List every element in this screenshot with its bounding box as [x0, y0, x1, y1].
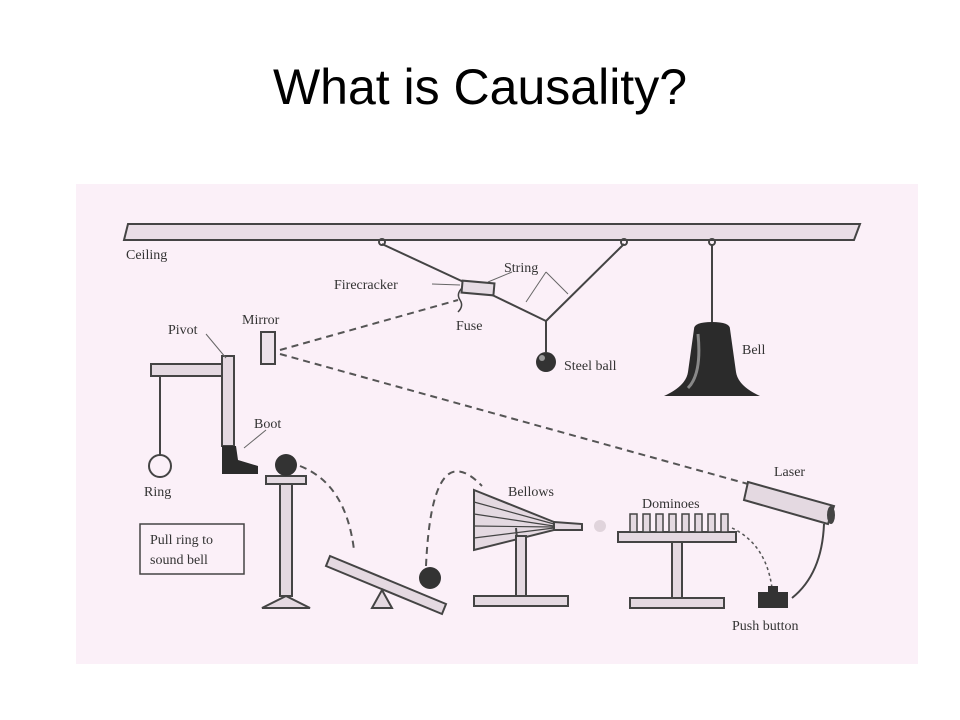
push-button [758, 586, 788, 608]
diagram-background [76, 184, 918, 664]
laser [742, 480, 836, 599]
ring [148, 376, 172, 478]
label-bell: Bell [742, 343, 765, 358]
label-mirror: Mirror [242, 313, 280, 328]
dominoes [617, 513, 737, 609]
seesaw [324, 554, 448, 616]
rube-goldberg-diagram: Ceiling String Firecracker Fuse [76, 184, 918, 664]
diagram-canvas: Ceiling String Firecracker Fuse [76, 184, 918, 664]
instruction-line-2: sound bell [150, 553, 208, 568]
label-firecracker: Firecracker [334, 278, 398, 293]
ball-trajectory-1 [299, 465, 355, 551]
fuse [457, 287, 463, 313]
mirror [260, 331, 276, 365]
label-push-button: Push button [732, 619, 799, 634]
label-steel-ball: Steel ball [564, 359, 617, 374]
laser-beam [279, 299, 749, 485]
label-dominoes: Dominoes [642, 497, 700, 512]
bell [664, 238, 760, 396]
bellows [473, 488, 606, 607]
ceiling [122, 223, 862, 241]
steel-ball [536, 352, 556, 372]
label-string: String [504, 261, 538, 276]
label-ring: Ring [144, 485, 171, 500]
label-fuse: Fuse [456, 319, 482, 334]
label-boot: Boot [254, 417, 281, 432]
instruction-line-1: Pull ring to [150, 533, 213, 548]
label-bellows: Bellows [508, 485, 554, 500]
pedestal [261, 454, 311, 609]
string-assembly [378, 238, 628, 352]
slide-title: What is Causality? [272, 59, 688, 115]
boot [222, 429, 267, 474]
pivot-arm [150, 333, 235, 447]
label-pivot: Pivot [168, 323, 198, 338]
ball-trajectory-2 [425, 470, 483, 567]
label-laser: Laser [774, 465, 805, 480]
firecracker [431, 279, 496, 297]
label-ceiling: Ceiling [126, 248, 167, 263]
domino-trajectory [731, 527, 773, 589]
instruction-box [139, 523, 245, 575]
